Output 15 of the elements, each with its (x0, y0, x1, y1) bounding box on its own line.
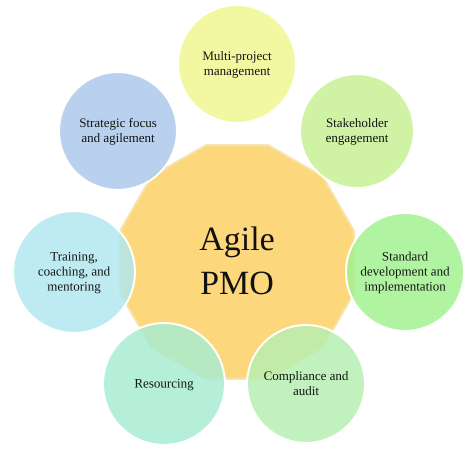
circle-node (299, 73, 415, 189)
node-label: Strategic focus and agilement (78, 116, 158, 146)
node-label: Resourcing (133, 376, 195, 392)
node-label: Training, coaching, and mentoring (36, 250, 112, 294)
circle-node (12, 210, 136, 334)
node-label: Agile PMO (198, 220, 276, 304)
circle-node (102, 322, 226, 446)
circle-node (246, 324, 366, 444)
node-label: Multi-project management (201, 49, 273, 79)
node-label: Standard development and implementation (359, 250, 451, 294)
node-label: Compliance and audit (262, 369, 350, 399)
circle-node (58, 71, 178, 191)
node-label: Stakeholder engagement (324, 116, 390, 146)
circle-node (177, 4, 297, 124)
circle-node (345, 212, 465, 332)
